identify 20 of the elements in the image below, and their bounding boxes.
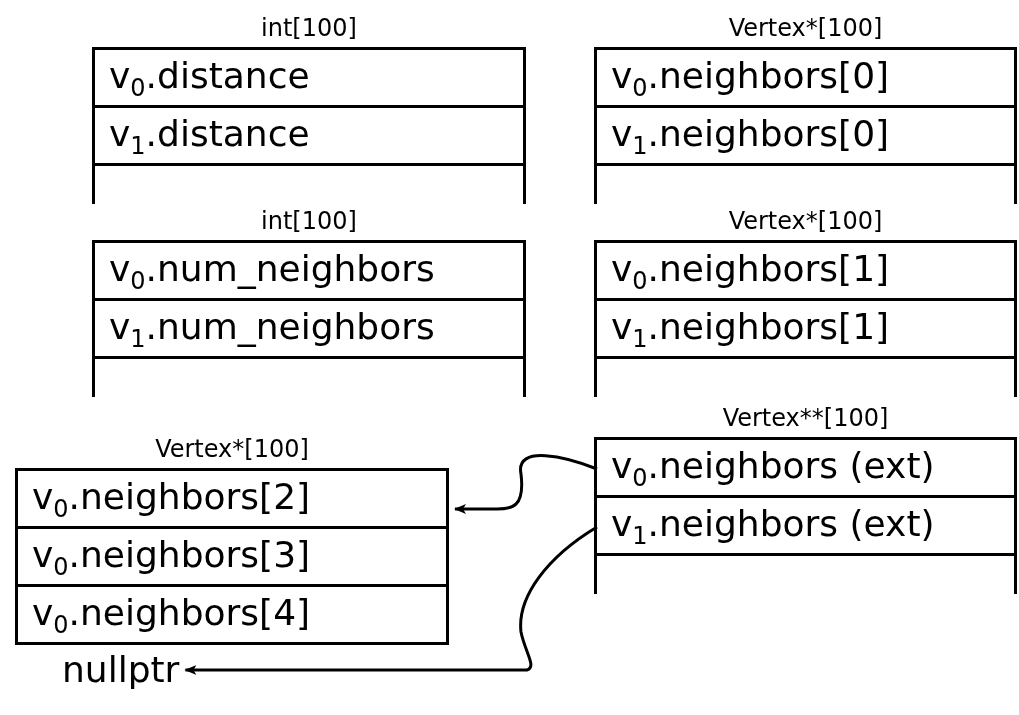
array-cell: v$_{0}$.neighbors[2] (18, 471, 446, 529)
array-cell: v$_{0}$.distance (95, 50, 523, 108)
array-cell: v$_{0}$.num_neighbors (95, 243, 523, 301)
array-cell: v$_{0}$.neighbors[4] (18, 587, 446, 645)
array-cell: v$_{0}$.neighbors (ext) (597, 440, 1014, 498)
array-type-label: Vertex**[100] (722, 403, 889, 433)
array-cell: v$_{0}$.neighbors[1] (597, 243, 1014, 301)
array-cell: v$_{1}$.distance (95, 108, 523, 166)
array-type-label: Vertex*[100] (155, 434, 309, 464)
pointer-value-label: nullptr (62, 648, 180, 692)
array-type-label: Vertex*[100] (728, 13, 883, 43)
array-cell: v$_{1}$.num_neighbors (95, 301, 523, 359)
array-cell: v$_{1}$.neighbors[0] (597, 108, 1014, 166)
array-cell: v$_{0}$.neighbors[3] (18, 529, 446, 587)
array-type-label: int[100] (261, 206, 357, 236)
array-type-label: Vertex*[100] (728, 206, 883, 236)
array-type-label: int[100] (261, 13, 357, 43)
array-cell: v$_{0}$.neighbors[0] (597, 50, 1014, 108)
array-cell: v$_{1}$.neighbors[1] (597, 301, 1014, 359)
array-cell: v$_{1}$.neighbors (ext) (597, 498, 1014, 556)
